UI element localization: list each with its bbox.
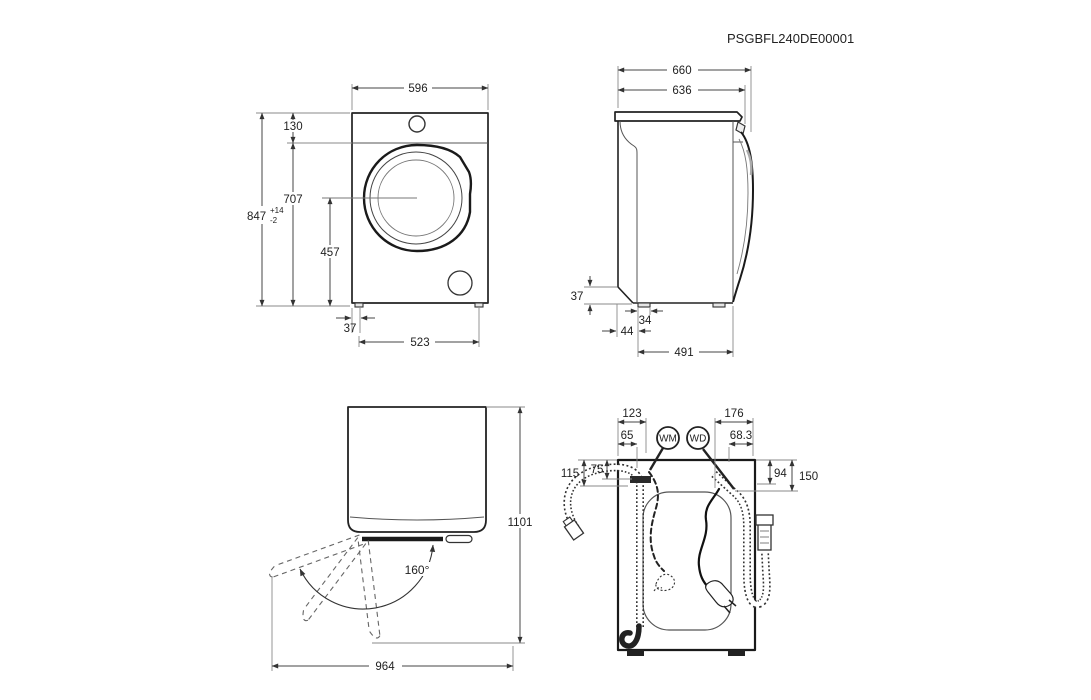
dim-label-open-width: 964	[375, 661, 395, 673]
dim-back-drain-drop-a: 115	[561, 459, 628, 487]
dim-label-front-width: 596	[408, 83, 427, 95]
side-view: 660 636 37 34 44	[566, 63, 754, 359]
dim-front-foot-inset: 37	[336, 308, 375, 335]
side-back-edge	[617, 121, 634, 304]
dim-back-inlet-drop: 150	[735, 459, 818, 492]
front-right-foot	[474, 302, 484, 308]
wd-badge	[686, 426, 710, 450]
side-front-foot	[712, 302, 726, 308]
inlet-hose-fitting	[755, 514, 774, 551]
dim-label-height-tol-plus: +14	[270, 206, 284, 215]
back-panel-recess	[642, 491, 732, 631]
dim-label-drain-drop-b: 75	[591, 464, 604, 476]
dim-back-wm-offset: 123	[617, 408, 647, 456]
drain-hose-clamp	[630, 476, 651, 483]
top-view: 160° 1101 964	[269, 406, 539, 673]
dim-side-base-height: 37	[566, 276, 632, 315]
dim-front-door-center: 457	[316, 197, 344, 307]
drain-hose-end-fitting	[562, 516, 585, 541]
side-door-inner-line	[736, 138, 749, 275]
document-code: PSGBFL240DE00001	[727, 31, 854, 46]
side-back-foot	[637, 302, 651, 308]
top-body	[347, 406, 487, 533]
dim-front-foot-spacing: 523	[358, 308, 480, 349]
dim-label-panel-offset: 130	[283, 121, 302, 133]
dim-label-drain-offset: 65	[621, 430, 634, 442]
detergent-knob	[408, 115, 426, 133]
dim-label-inlet-drop: 150	[799, 471, 818, 483]
dim-top-open-width: 964	[271, 577, 514, 673]
wd-plug-prongs	[723, 599, 737, 614]
dim-back-wd-drop: 94	[757, 459, 787, 485]
dim-back-drain-drop-b: 75	[591, 459, 632, 480]
side-back-panel	[619, 120, 638, 302]
side-worktop	[614, 111, 743, 122]
top-front-inner-line	[349, 516, 485, 521]
power-cord-wm	[648, 471, 676, 592]
side-door-glass-sliver	[745, 149, 753, 176]
front-left-foot	[354, 302, 364, 308]
dim-back-wd-offset: 176	[714, 408, 754, 488]
door-open-85deg	[357, 540, 381, 639]
dim-front-height: 847 +14 -2	[246, 112, 350, 307]
door-handle	[445, 534, 473, 544]
dim-label-drain-drop-a: 115	[561, 468, 579, 480]
inlet-hose	[711, 471, 774, 609]
dim-label-wd-drop: 94	[774, 468, 787, 480]
side-hinge-detail	[735, 121, 746, 135]
dim-label-wd-offset: 176	[724, 408, 743, 420]
dim-top-open-depth: 1101	[372, 406, 539, 644]
dim-side-depth-body: 636	[617, 83, 746, 124]
dim-front-width: 596	[351, 81, 489, 110]
dim-label-wm-offset: 123	[622, 408, 641, 420]
back-view: WM WD 123 65 176 68.3	[561, 408, 818, 656]
dim-label-depth-body: 636	[672, 85, 691, 97]
dim-front-panel-to-floor: 707	[279, 142, 307, 307]
wm-cord-coil	[653, 573, 676, 592]
wd-plug	[705, 580, 734, 608]
wm-badge-label: WM	[659, 434, 677, 445]
back-left-foot	[627, 650, 644, 656]
dim-label-foot-width: 34	[639, 315, 652, 327]
dim-label-height-tol-minus: -2	[270, 216, 278, 225]
dim-label-foot-spacing: 523	[410, 337, 429, 349]
dim-label-open-depth: 1101	[508, 517, 533, 529]
dim-label-door-angle: 160°	[405, 563, 430, 577]
dim-label-panel-to-floor: 707	[283, 194, 302, 206]
dim-label-depth-total: 660	[672, 65, 691, 77]
dim-label-front-height: 847	[247, 211, 266, 223]
wd-callout: WD	[686, 426, 735, 490]
front-view: 596 847 +14 -2 130 707 457	[246, 81, 489, 349]
dim-label-side-foot-spacing: 491	[674, 347, 693, 359]
dim-label-foot-to-back: 44	[621, 326, 634, 338]
dim-label-inlet-offset: 68.3	[730, 430, 752, 442]
door-outer-ring	[362, 143, 473, 253]
dim-side-foot-spacing: 491	[637, 306, 734, 359]
dim-side-depth-total: 660	[617, 63, 752, 132]
dim-back-drain-offset: 65	[617, 430, 638, 468]
dim-side-foot-to-back: 44	[602, 304, 651, 338]
door-open-160deg	[269, 534, 364, 578]
door-swing-arc: 160°	[299, 544, 436, 610]
power-cord-wd	[697, 487, 737, 614]
dim-back-inlet-offset: 68.3	[728, 430, 754, 462]
wd-badge-label: WD	[690, 434, 707, 445]
drain-hose-bottom-hook	[619, 623, 642, 649]
back-right-foot	[728, 650, 745, 656]
dim-side-foot-width: 34	[625, 307, 663, 327]
filter-cap	[447, 270, 473, 296]
dim-label-foot-inset: 37	[344, 323, 357, 335]
dim-label-door-center: 457	[320, 247, 339, 259]
drain-hose	[562, 463, 651, 649]
wm-badge	[656, 426, 680, 450]
dim-front-panel-offset: 130	[279, 112, 352, 144]
dim-label-base-height: 37	[571, 291, 584, 303]
wm-callout: WM	[648, 426, 680, 471]
